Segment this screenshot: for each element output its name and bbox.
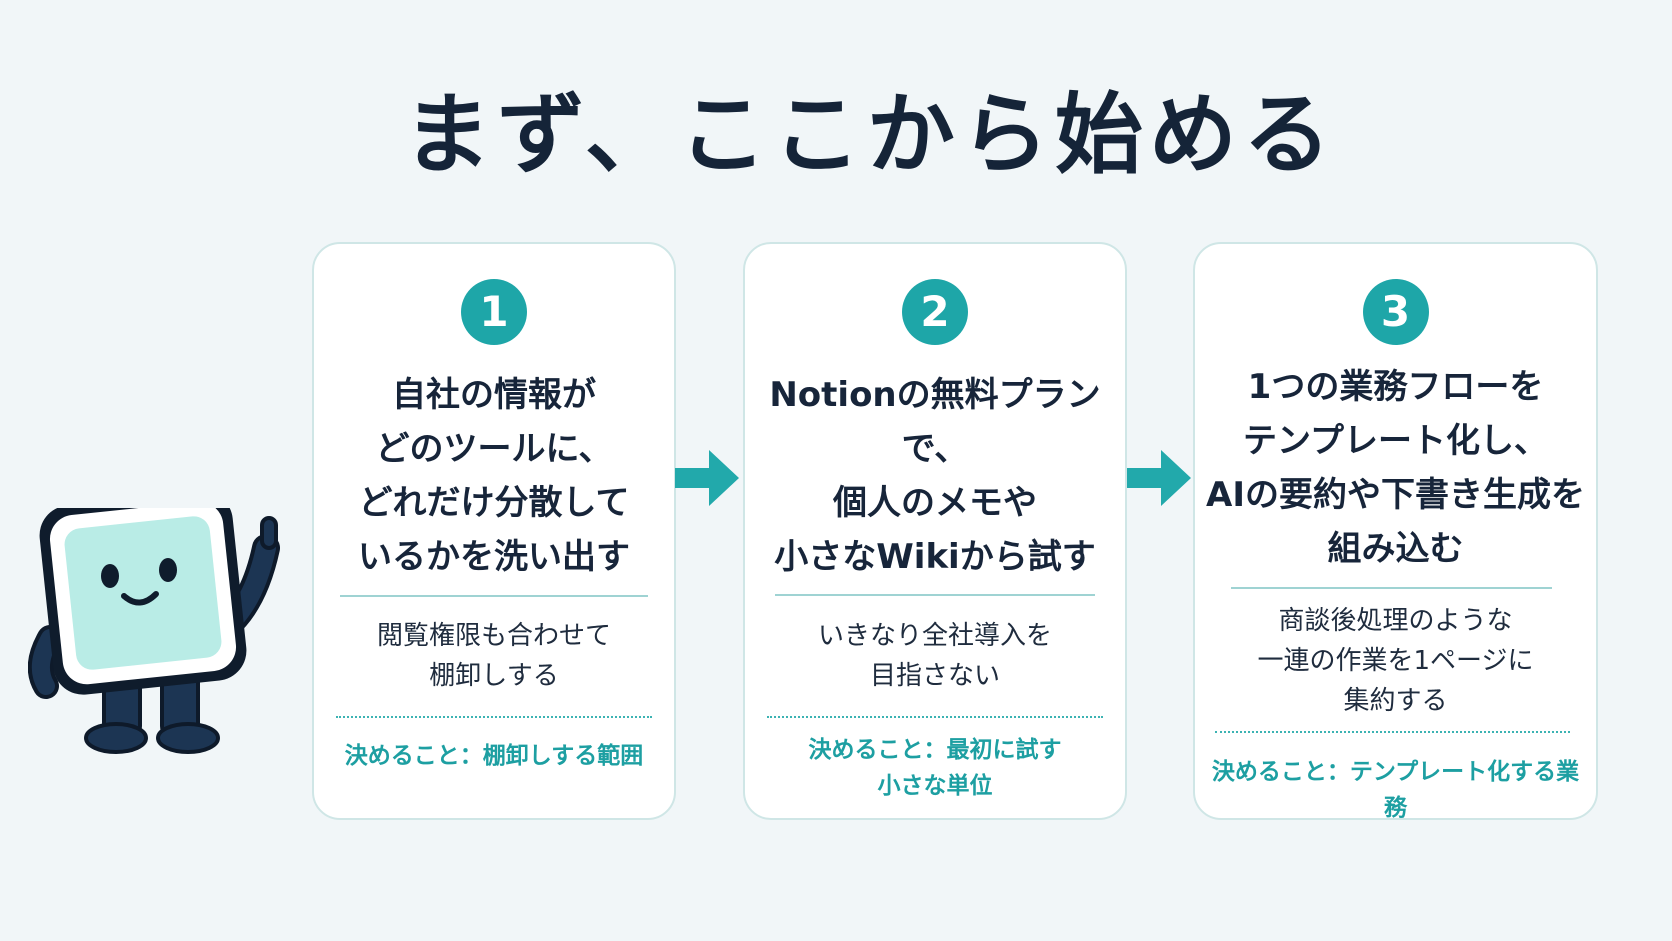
dotted-divider xyxy=(767,716,1103,718)
decision-note: 決めること：テンプレート化する業務 xyxy=(1211,759,1580,821)
divider xyxy=(775,594,1095,596)
dotted-divider xyxy=(1215,731,1570,733)
page-title: まず、ここから始める xyxy=(403,83,1337,186)
right-arrow-icon xyxy=(1127,450,1191,506)
step-heading: 1つの業務フローを テンプレート化し、 AIの要約や下書き生成を 組み込む xyxy=(1206,367,1585,569)
step-number-badge: 2 xyxy=(902,279,968,345)
step-card-3: 3 1つの業務フローを テンプレート化し、 AIの要約や下書き生成を 組み込む … xyxy=(1193,242,1598,821)
decision-note: 決めること：棚卸しする範囲 xyxy=(344,743,644,769)
dotted-divider xyxy=(336,716,652,718)
step-heading: 自社の情報が どのツールに、 どれだけ分散して いるかを洗い出す xyxy=(358,375,630,577)
divider xyxy=(340,595,648,597)
step-number-badge: 3 xyxy=(1362,279,1429,345)
step-description: 商談後処理のような 一連の作業を1ページに 集約する xyxy=(1257,606,1534,716)
step-description: 閲覧権限も合わせて 棚卸しする xyxy=(376,621,611,691)
divider xyxy=(1231,587,1552,589)
step-card-1: 1 自社の情報が どのツールに、 どれだけ分散して いるかを洗い出す 閲覧権限も… xyxy=(312,242,676,820)
decision-note: 決めること：最初に試す 小さな単位 xyxy=(808,737,1062,799)
pointing-cube-mascot-icon xyxy=(28,508,280,754)
step-card-2: 2 Notionの無料プランで、 個人のメモや 小さなWikiから試す いきなり… xyxy=(743,242,1127,820)
step-number-badge: 1 xyxy=(461,279,527,345)
right-arrow-icon xyxy=(675,450,739,506)
step-description: いきなり全社導入を 目指さない xyxy=(817,621,1052,691)
step-heading: Notionの無料プランで、 個人のメモや 小さなWikiから試す xyxy=(769,375,1101,577)
